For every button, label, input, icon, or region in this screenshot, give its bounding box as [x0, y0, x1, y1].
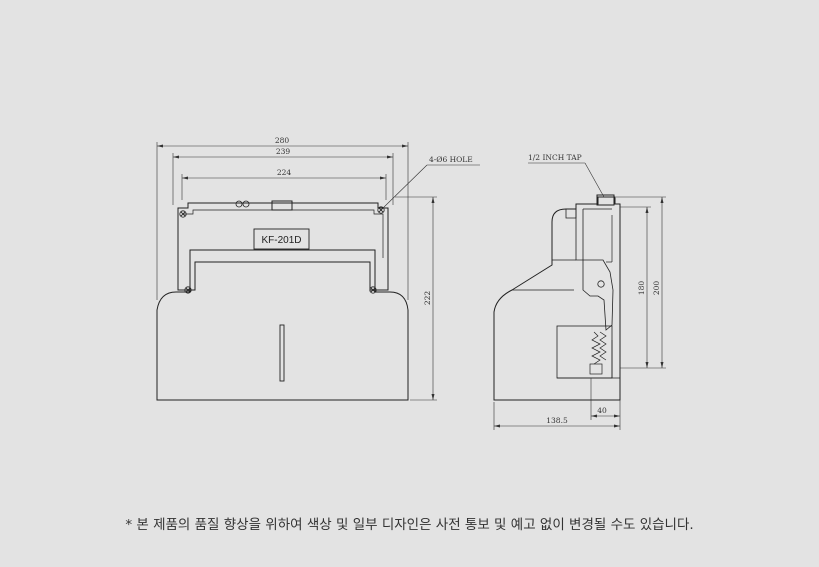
side-dimension-lines — [493, 162, 666, 430]
key-slot — [279, 324, 285, 382]
front-arrowheads — [157, 144, 435, 400]
spring-compartment — [556, 325, 613, 379]
side-arrowheads — [494, 197, 664, 428]
latch — [582, 259, 614, 331]
hole-callout: 4-Ø6 HOLE — [429, 155, 473, 164]
front-view — [156, 200, 409, 401]
dim-200: 200 — [652, 281, 661, 296]
model-label: KF-201D — [261, 235, 301, 246]
dim-239: 239 — [276, 147, 291, 156]
mounting-plate — [177, 202, 389, 291]
tap-callout: 1/2 INCH TAP — [528, 153, 582, 162]
front-housing — [156, 249, 409, 401]
top-tab — [271, 200, 293, 211]
design-change-notice: * 본 제품의 품질 향상을 위하여 색상 및 일부 디자인은 사전 통보 및 … — [125, 517, 694, 533]
dim-180: 180 — [637, 281, 646, 296]
dim-224: 224 — [277, 168, 292, 177]
model-plate — [253, 228, 310, 250]
spring — [591, 331, 601, 365]
tap-block — [596, 194, 615, 206]
side-view — [493, 194, 621, 401]
dim-138-5: 138.5 — [546, 416, 568, 425]
dim-280: 280 — [275, 136, 290, 145]
front-dimension-lines — [156, 142, 480, 401]
dim-40: 40 — [597, 406, 607, 415]
dim-222: 222 — [423, 291, 432, 306]
side-housing — [493, 196, 621, 401]
